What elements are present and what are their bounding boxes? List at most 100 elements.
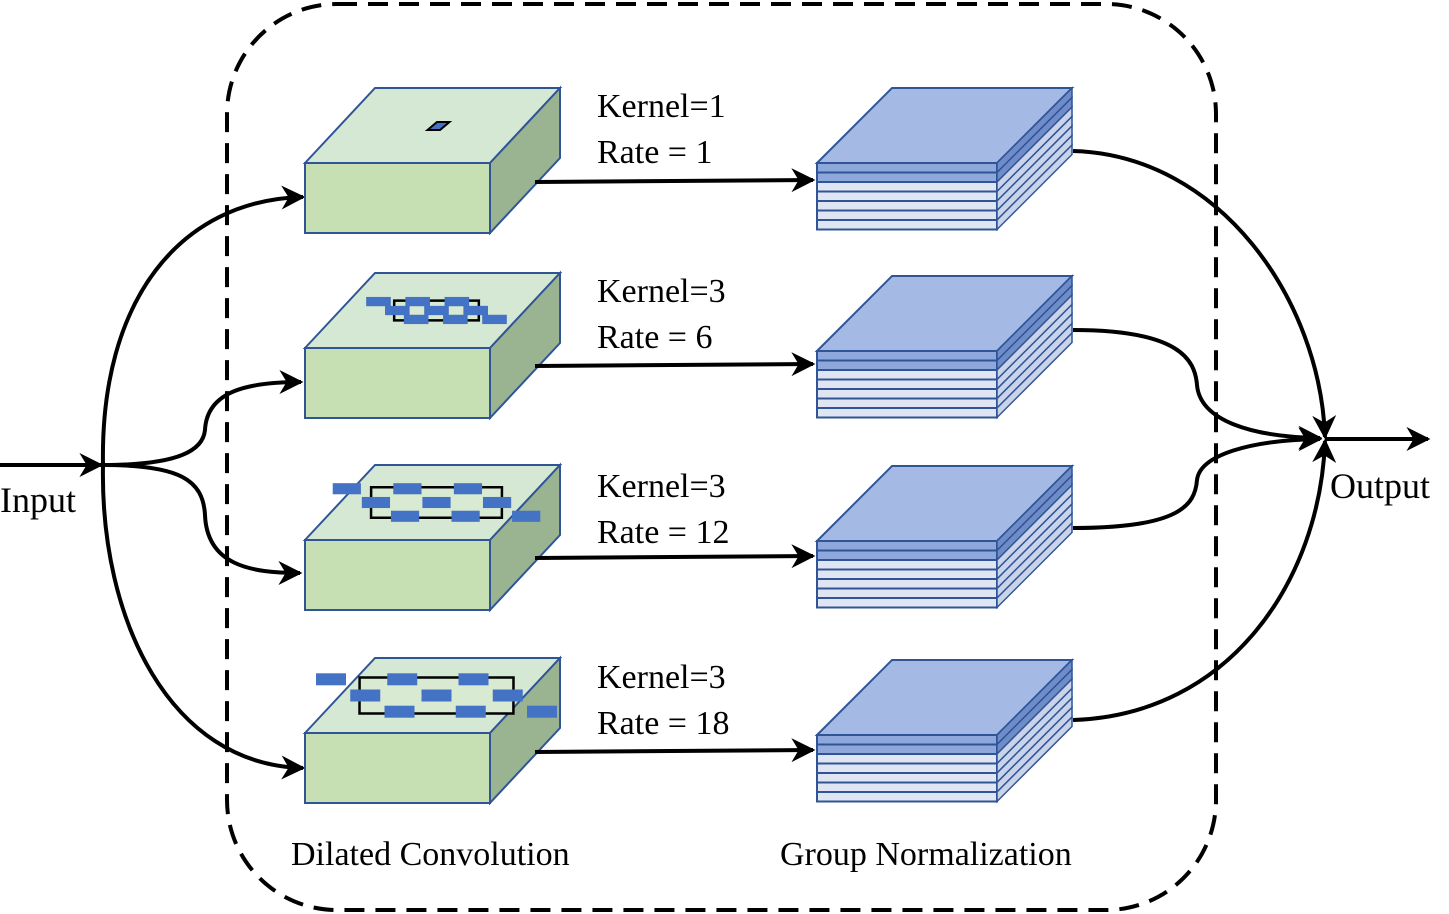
kernel-cell	[384, 705, 415, 718]
output-curve-1	[1072, 149, 1337, 440]
input-label: Input	[0, 480, 76, 520]
norm-layer	[816, 200, 998, 212]
kernel-cell	[451, 510, 480, 522]
kernel-cell	[458, 673, 489, 686]
norm-block-2	[814, 274, 1075, 420]
conv-front-face	[304, 162, 491, 234]
norm-layer	[816, 397, 998, 409]
output-merge-curves	[1072, 149, 1337, 722]
conv-block-3	[302, 462, 563, 613]
kernel-pattern-2	[366, 296, 507, 325]
kernel-cell	[405, 296, 430, 307]
norm-layer	[816, 407, 998, 419]
conv-to-norm-arrow-1	[534, 168, 816, 193]
kernel-cell	[390, 510, 420, 522]
norm-layer	[816, 772, 998, 784]
kernel-size-label-3: Kernel=3	[597, 468, 726, 505]
kernel-cell	[512, 510, 541, 522]
kernel-cell	[527, 705, 557, 718]
conv-block-1	[302, 85, 563, 236]
kernel-pattern-4	[316, 673, 557, 718]
norm-layer	[816, 587, 998, 599]
input-curve-4	[100, 464, 306, 780]
rate-label-3: Rate = 12	[597, 514, 729, 551]
input-branch-curves	[100, 185, 306, 780]
kernel-cell	[387, 673, 418, 686]
kernel-cell	[316, 673, 346, 686]
norm-layer-side	[996, 143, 1073, 232]
dilated-convolution-label: Dilated Convolution	[291, 836, 570, 873]
norm-block-1	[814, 86, 1075, 232]
norm-layer	[816, 753, 998, 765]
kernel-cell	[443, 314, 468, 325]
norm-block-3	[814, 464, 1075, 610]
norm-layer	[816, 359, 998, 371]
kernel-cell	[482, 314, 507, 325]
output-curve-2	[1072, 328, 1323, 450]
output-curve-3	[1072, 427, 1323, 530]
kernel-pattern-3	[332, 483, 541, 522]
conv-front-face	[304, 539, 491, 611]
norm-layer	[816, 350, 998, 362]
conv-to-norm-arrow-4	[534, 738, 816, 763]
norm-layer	[816, 190, 998, 202]
norm-layer	[816, 219, 998, 231]
norm-layer	[816, 540, 998, 552]
norm-layer	[816, 162, 998, 174]
kernel-size-label-1: Kernel=1	[597, 88, 726, 125]
rate-label-1: Rate = 1	[597, 134, 712, 171]
kernel-cell	[385, 305, 410, 316]
kernel-cell	[350, 689, 381, 702]
kernel-pattern-1	[424, 121, 453, 131]
conv-front-face	[304, 347, 491, 419]
norm-layer	[816, 549, 998, 561]
norm-layer	[816, 559, 998, 571]
norm-layer	[816, 597, 998, 609]
rate-label-2: Rate = 6	[597, 319, 712, 356]
norm-layer	[816, 743, 998, 755]
kernel-size-label-2: Kernel=3	[597, 273, 726, 310]
norm-layer-side	[996, 715, 1073, 804]
norm-layer	[816, 791, 998, 803]
norm-layer	[816, 209, 998, 221]
kernel-size-label-4: Kernel=3	[597, 659, 726, 696]
kernel-cell	[444, 296, 470, 307]
input-curve-2	[102, 370, 304, 467]
output-curve-4	[1072, 438, 1337, 722]
kernel-cell	[463, 305, 488, 316]
kernel-cell	[403, 314, 429, 325]
norm-layer	[816, 378, 998, 390]
conv-block-2	[302, 270, 563, 421]
norm-block-4	[814, 658, 1075, 804]
norm-layer-side	[996, 521, 1073, 610]
kernel-cell	[421, 689, 452, 702]
rate-label-4: Rate = 18	[597, 705, 729, 742]
kernel-cell	[492, 689, 523, 702]
norm-layer	[816, 568, 998, 580]
conv-to-norm-arrow-3	[534, 544, 816, 569]
kernel-cell	[366, 296, 391, 307]
norm-layer	[816, 578, 998, 590]
conv-to-norm-arrow-2	[534, 352, 816, 377]
output-label: Output	[1330, 466, 1430, 506]
kernel-cell	[422, 496, 451, 509]
kernel-cell	[455, 705, 486, 718]
norm-layer	[816, 781, 998, 793]
conv-front-face	[304, 732, 491, 804]
norm-layer	[816, 388, 998, 400]
norm-layer	[816, 171, 998, 183]
norm-layer	[816, 734, 998, 746]
norm-layer	[816, 369, 998, 381]
norm-layer-side	[996, 331, 1073, 420]
norm-layer	[816, 762, 998, 774]
kernel-cell	[453, 483, 483, 495]
kernel-cell	[393, 483, 422, 495]
conv-block-4	[302, 655, 563, 806]
kernel-cell	[424, 121, 453, 131]
